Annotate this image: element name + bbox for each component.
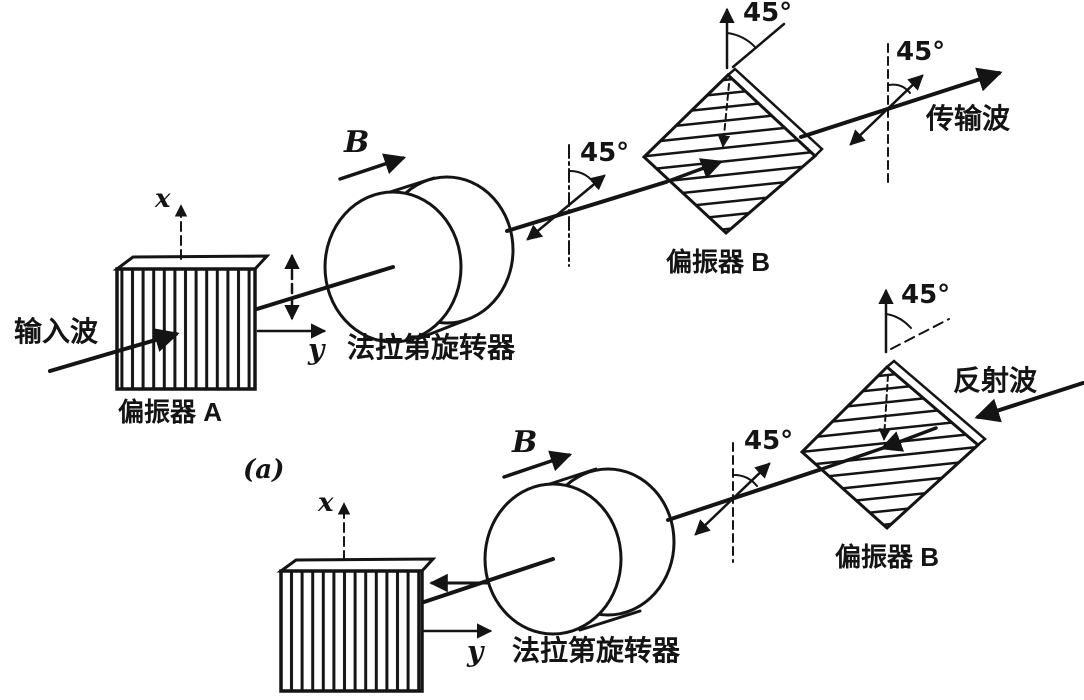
transmitted-wave-label: 传输波 <box>925 102 1011 134</box>
y-axis-label-top: y <box>307 333 326 366</box>
tilted-axis-dashed-line <box>890 318 950 350</box>
angle-label-mid-bottom: 45° <box>744 426 793 456</box>
rotator-bottom-bottom-edge <box>578 609 642 632</box>
polarizer-b-top-face <box>641 72 818 236</box>
polarizer-a-top-face <box>112 254 271 271</box>
rotator-label-top: 法拉第旋转器 <box>347 331 516 363</box>
input-wave-arrow <box>48 328 180 373</box>
polarizer-b-label-top: 偏振器 B <box>666 247 770 277</box>
top-assembly <box>48 7 1003 391</box>
tilted-polarization-arrow <box>849 74 924 146</box>
polarizer-a-top <box>112 254 271 391</box>
angle-arc <box>569 170 598 188</box>
angle-annotation-polarizer-b-top <box>719 7 786 70</box>
rotator-top-bottom-edge <box>418 318 468 340</box>
faraday-rotator-top <box>323 175 515 344</box>
angle-label-output-top: 45° <box>896 37 945 67</box>
b-field-arrow-bottom <box>502 450 573 479</box>
rotator-label-bottom: 法拉第旋转器 <box>512 634 681 666</box>
labels: 输入波 偏振器 A x y B 法拉第旋转器 45° 45° 45° 偏振器 B… <box>14 0 1038 668</box>
b-field-arrow-top <box>338 153 407 181</box>
angle-annotation-output-top <box>849 43 924 186</box>
bottom-assembly <box>276 288 1084 693</box>
angle-label-mid-top: 45° <box>580 138 629 168</box>
angle-arc <box>726 32 757 49</box>
angle-annotation-mid-top <box>526 144 606 267</box>
reflected-wave-label: 反射波 <box>953 365 1038 396</box>
x-axis-label-bottom: x <box>317 488 334 518</box>
faraday-rotator-bottom <box>483 467 676 636</box>
b-field-label-bottom: B <box>511 425 537 460</box>
panel-label: (a) <box>243 455 284 485</box>
beam-a-to-rotator-bottom <box>422 557 555 604</box>
angle-arc <box>885 313 912 329</box>
polarizer-b-bottom-face <box>799 364 981 531</box>
beam-inside-polarizer-b-bottom <box>879 426 938 452</box>
angle-arc <box>888 83 911 94</box>
angle-label-polb-bottom: 45° <box>901 280 950 310</box>
polarizer-a-bottom-front-face <box>279 569 424 693</box>
beam-exit-polarizer-b-bottom <box>820 446 885 471</box>
tilted-polarization-arrow <box>694 462 771 536</box>
angle-arc <box>733 474 758 487</box>
polarizer-a-bottom <box>276 557 437 693</box>
beam-a-to-rotator-top <box>255 265 395 311</box>
polarizer-a-front-face <box>115 267 257 391</box>
tilted-axis-line <box>731 22 786 69</box>
tilted-polarization-arrow <box>526 174 606 241</box>
polarizer-b-axis-marker <box>717 83 731 148</box>
polarizer-a-bottom-top-face <box>276 557 437 573</box>
b-field-label-top: B <box>343 125 369 160</box>
angle-annotation-polarizer-b-bottom <box>878 288 950 354</box>
x-axis-label-top: x <box>154 184 171 214</box>
polarizer-b-top <box>641 67 824 236</box>
beam-inside-polarizer-b-top <box>664 158 724 184</box>
angle-label-polb-top: 45° <box>743 0 792 28</box>
polarizer-b-bottom <box>799 359 987 531</box>
angle-annotation-mid-bottom <box>694 442 771 563</box>
polarizer-a-label-top: 偏振器 A <box>118 397 222 427</box>
y-axis-label-bottom: y <box>466 635 485 668</box>
reflected-wave-arrow <box>974 381 1084 423</box>
polarizer-b-axis-marker <box>878 374 891 441</box>
input-wave-label: 输入波 <box>14 315 99 347</box>
polarizer-b-label-bottom: 偏振器 B <box>835 542 939 572</box>
